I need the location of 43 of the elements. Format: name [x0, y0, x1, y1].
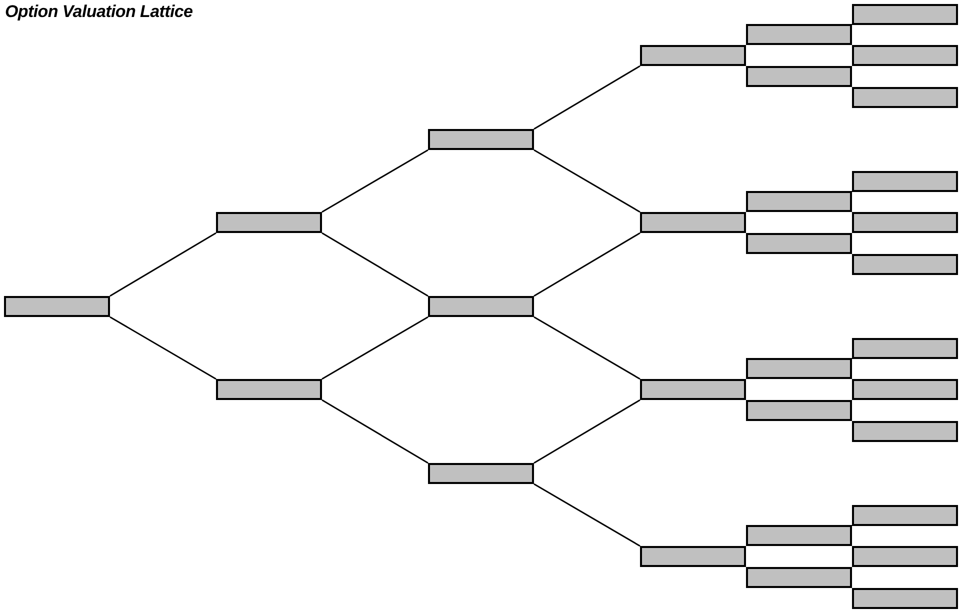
lattice-box [428, 296, 534, 317]
connector-line [322, 232, 428, 297]
connector-line [534, 65, 640, 130]
connector-line [534, 149, 640, 213]
connector-line [110, 316, 216, 380]
lattice-box [428, 129, 534, 150]
lattice-box [746, 191, 852, 212]
connector-line [534, 316, 640, 380]
lattice-box [4, 296, 110, 317]
lattice-box [746, 358, 852, 379]
diagram-title: Option Valuation Lattice [5, 2, 193, 22]
lattice-box [746, 567, 852, 588]
lattice-box [640, 379, 746, 400]
connector-line [110, 232, 216, 297]
lattice-box [852, 212, 958, 233]
lattice-box [852, 379, 958, 400]
lattice-box [852, 171, 958, 192]
lattice-box [852, 45, 958, 66]
lattice-box [746, 66, 852, 87]
lattice-box [852, 421, 958, 442]
lattice-box [852, 338, 958, 359]
lattice-box [852, 505, 958, 526]
connector-line [534, 483, 640, 547]
lattice-box [746, 24, 852, 45]
lattice-box [640, 546, 746, 567]
lattice-box [428, 463, 534, 484]
lattice-box [852, 4, 958, 25]
connector-line [534, 232, 640, 297]
lattice-box [852, 254, 958, 275]
lattice-box [216, 212, 322, 233]
lattice-box [746, 525, 852, 546]
lattice-box [746, 400, 852, 421]
connector-line [322, 149, 428, 213]
lattice-box [216, 379, 322, 400]
connector-line [534, 399, 640, 464]
lattice-box [852, 87, 958, 108]
lattice-box [746, 233, 852, 254]
lattice-box [640, 212, 746, 233]
connector-line [322, 399, 428, 464]
lattice-box [852, 588, 958, 609]
lattice-box [640, 45, 746, 66]
lattice-box [852, 546, 958, 567]
connector-line [322, 316, 428, 380]
